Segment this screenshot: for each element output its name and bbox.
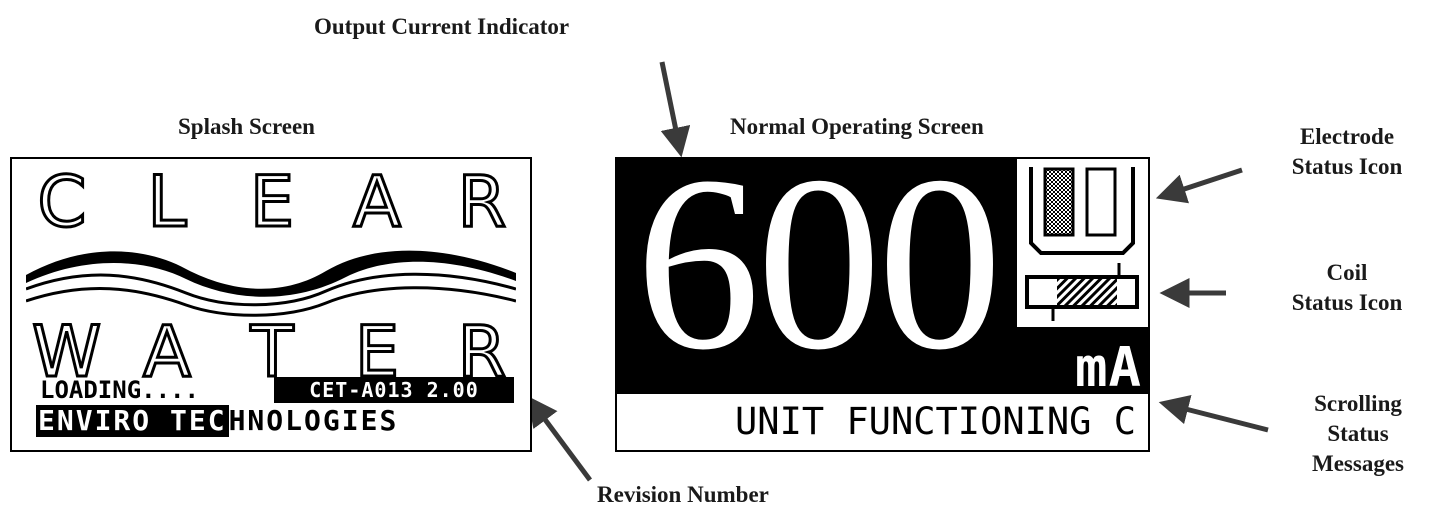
scrolling-label-line2: Status	[1327, 421, 1389, 446]
scrolling-arrow	[1158, 395, 1269, 433]
waves-logo	[26, 250, 516, 317]
unit-panel: mA	[1017, 327, 1148, 398]
current-display: 600	[617, 159, 1017, 394]
electrode-arrow	[1155, 167, 1243, 204]
splash-letters-top: C L E A R	[32, 161, 512, 243]
letter-a: A	[352, 161, 403, 243]
current-value: 600	[635, 159, 1003, 394]
letter-a2: A	[142, 311, 193, 393]
company-name: ENVIRO TECHNOLOGIES	[36, 405, 398, 437]
electrode-label-line1: Electrode	[1299, 124, 1395, 149]
letter-e2: E	[353, 311, 400, 393]
company-highlight: ENVIRO TEC	[36, 404, 229, 437]
coil-status-icon-label: Coil Status Icon	[1252, 258, 1442, 318]
letter-e: E	[248, 161, 295, 243]
splash-letters-bottom: W A T E R	[31, 311, 512, 393]
letter-l: L	[146, 161, 188, 243]
unit-label: mA	[1074, 336, 1142, 399]
letter-w: W	[31, 311, 103, 393]
electrode-status-icon-label: Electrode Status Icon	[1252, 122, 1442, 182]
coil-label-line2: Status Icon	[1291, 290, 1403, 315]
splash-screen: C L E A R W A T E R LOADING.... CET-A013…	[10, 157, 532, 452]
scrolling-status-messages-label: Scrolling Status Messages	[1272, 389, 1444, 479]
output-current-arrow	[659, 61, 691, 158]
letter-r2: R	[456, 311, 508, 393]
electrode-status-icon	[1029, 167, 1135, 255]
letter-t: T	[249, 311, 295, 393]
revision-arrow	[527, 395, 593, 482]
coil-status-icon	[1025, 263, 1139, 321]
electrode-label-line2: Status Icon	[1291, 154, 1403, 179]
splash-screen-label: Splash Screen	[178, 114, 315, 139]
revision-number-label: Revision Number	[597, 482, 769, 507]
output-current-indicator-label: Output Current Indicator	[314, 14, 570, 39]
letter-c: C	[36, 161, 88, 243]
company-rest: HNOLOGIES	[228, 404, 399, 437]
letter-r: R	[456, 161, 508, 243]
operating-screen: 600	[615, 157, 1150, 452]
loading-text: LOADING....	[40, 376, 199, 404]
revision-badge: CET-A013 2.00	[274, 377, 514, 403]
icon-panel	[1017, 159, 1148, 327]
scrolling-label-line1: Scrolling	[1314, 391, 1402, 416]
scrolling-label-line3: Messages	[1312, 451, 1404, 476]
coil-label-line1: Coil	[1326, 260, 1368, 285]
normal-operating-screen-label: Normal Operating Screen	[730, 114, 984, 139]
status-message: UNIT FUNCTIONING C	[735, 400, 1136, 443]
